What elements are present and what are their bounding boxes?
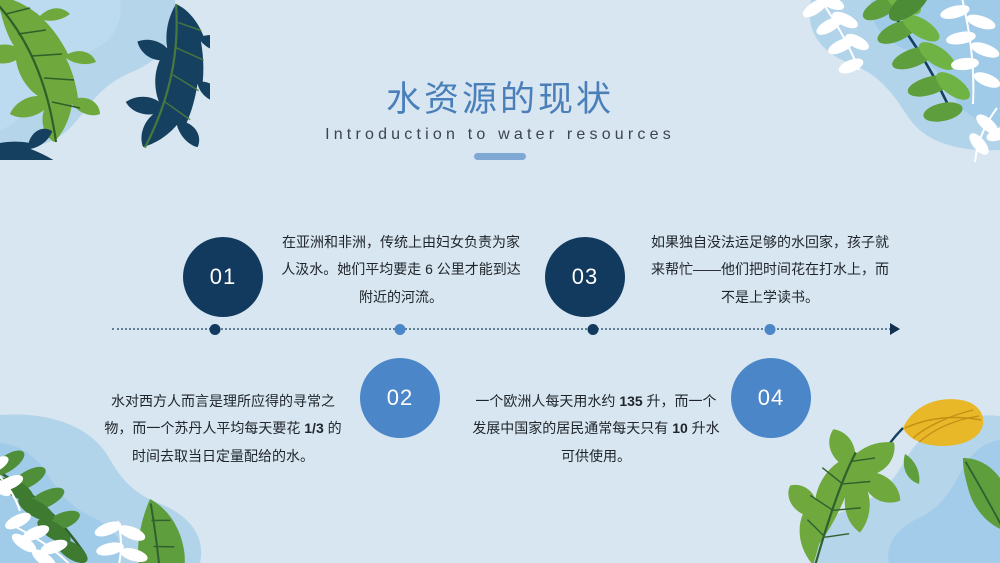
- step-number-04: 04: [757, 385, 785, 410]
- step-circle-02[interactable]: 02: [360, 358, 440, 438]
- step-number-01: 01: [209, 264, 237, 289]
- timeline-dot-01: [209, 324, 221, 335]
- timeline-dot-04: [764, 324, 776, 335]
- step-number-03: 03: [571, 264, 599, 289]
- page-title: 水资源的现状: [385, 80, 614, 119]
- timeline: [112, 323, 900, 335]
- step-circle-04[interactable]: 04: [731, 358, 811, 438]
- step-text-02: 水对西方人而言是理所应得的寻常之物，而一个苏丹人平均每天要花 1/3 的时间去取…: [104, 393, 342, 464]
- step-circle-01[interactable]: 01: [183, 237, 263, 317]
- timeline-dot-03: [587, 324, 599, 335]
- step-circle-03[interactable]: 03: [545, 237, 625, 317]
- step-text-04: 一个欧洲人每天用水约 135 升，而一个发展中国家的居民通常每天只有 10 升水…: [472, 393, 720, 464]
- step-text-01: 在亚洲和非洲，传统上由妇女负责为家人汲水。她们平均要走 6 公里才能到达附近的河…: [281, 234, 521, 305]
- step-number-02: 02: [386, 385, 414, 410]
- timeline-dot-02: [394, 324, 406, 335]
- timeline-arrow-icon: [890, 323, 900, 335]
- step-text-03: 如果独自没法运足够的水回家，孩子就来帮忙——他们把时间花在打水上，而不是上学读书…: [651, 234, 889, 305]
- decoration-bottom-right-flowers: [785, 398, 1000, 563]
- timeline-line: [112, 328, 891, 330]
- slide-header: 水资源的现状 Introduction to water resources: [0, 80, 1000, 161]
- title-underline: [474, 153, 526, 161]
- page-subtitle: Introduction to water resources: [325, 126, 675, 144]
